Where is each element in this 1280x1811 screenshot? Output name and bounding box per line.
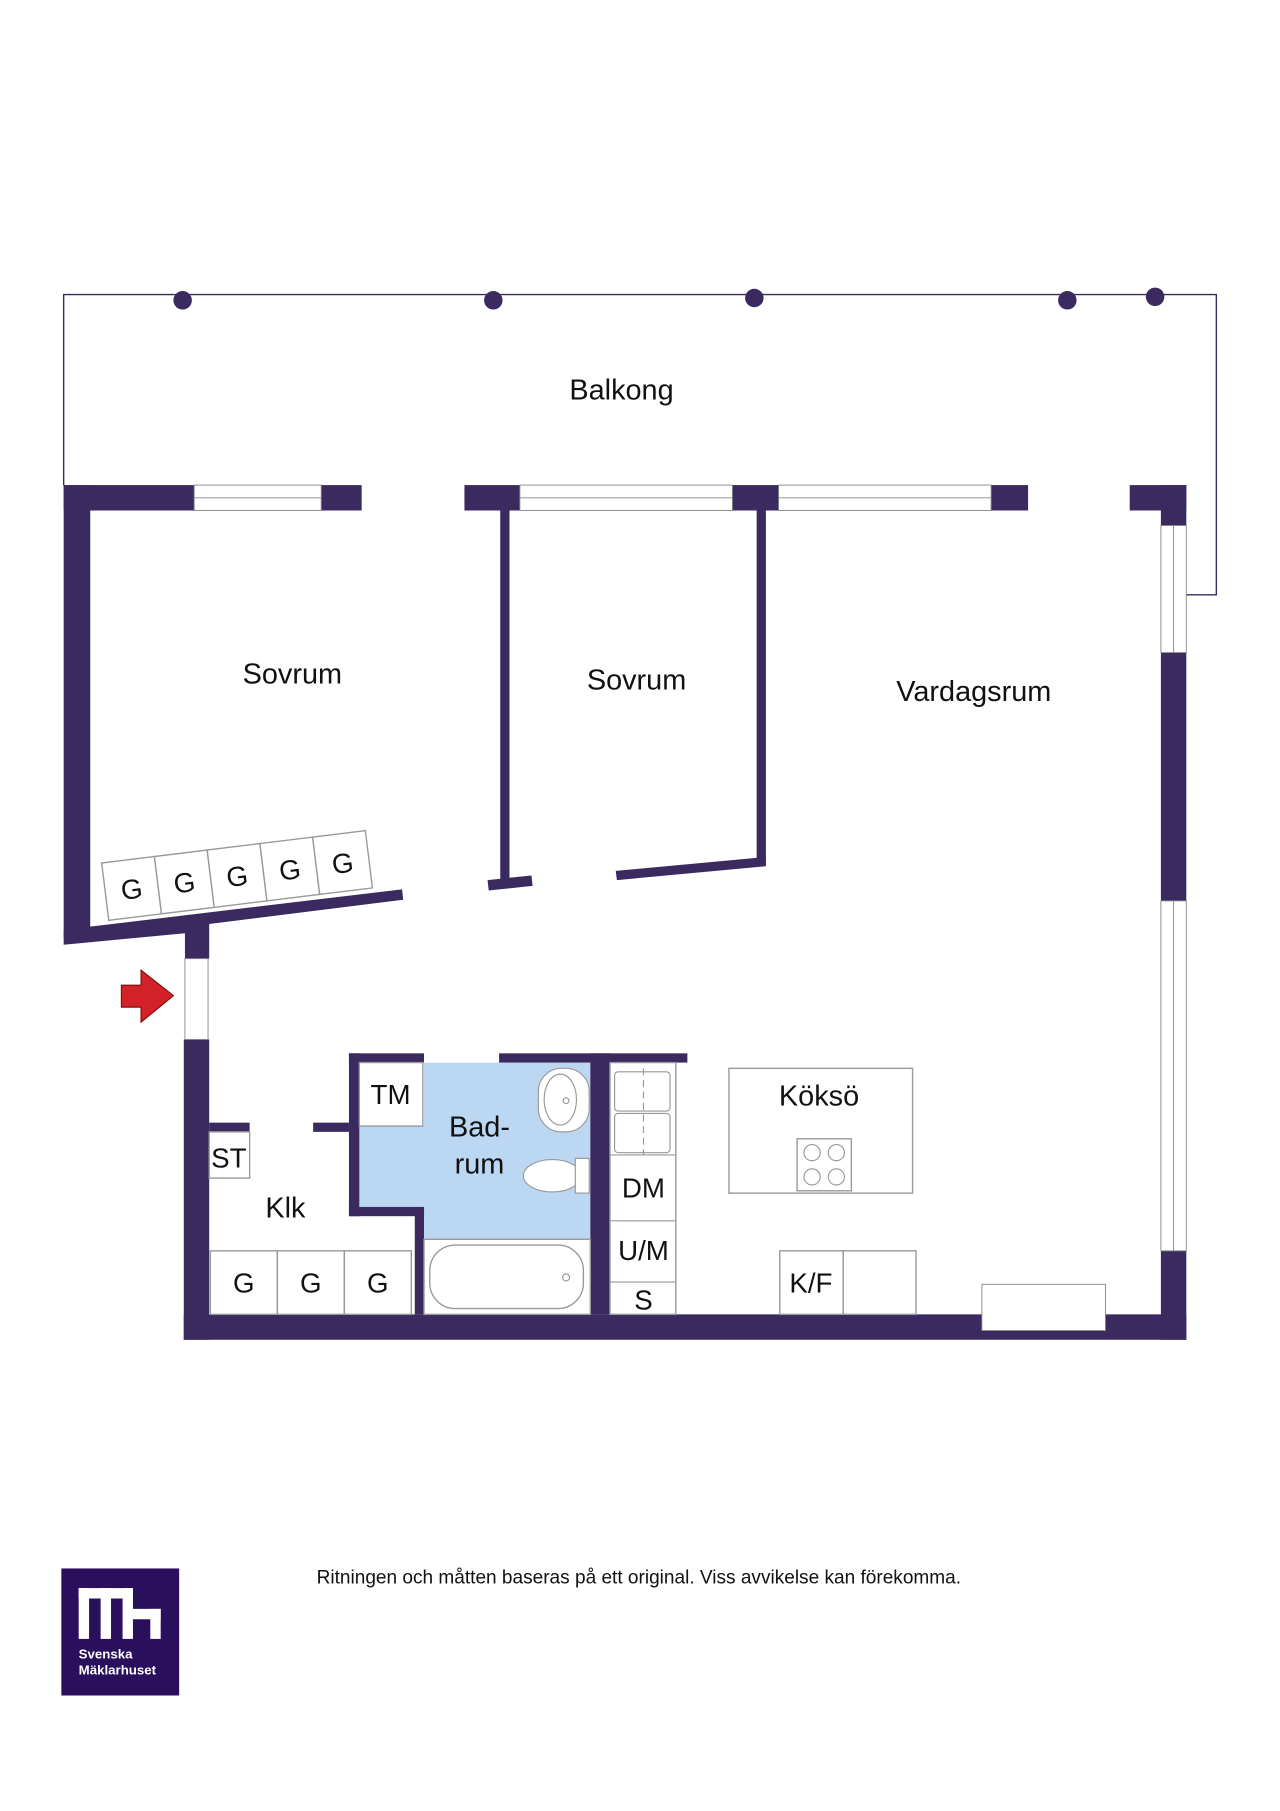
bedroom-wardrobes: G G G G G <box>100 829 374 922</box>
balcony <box>62 287 1218 596</box>
wardrobe-label: G <box>367 1267 389 1298</box>
dryer-label: TM <box>371 1079 411 1110</box>
room-label-bathroom: Bad- <box>449 1111 510 1143</box>
disclaimer-text: Ritningen och måtten baseras på ett orig… <box>317 1567 961 1588</box>
bathroom-floor <box>359 1062 591 1240</box>
entry-arrow-icon <box>120 968 175 1024</box>
oven-microwave-label: U/M <box>618 1235 669 1266</box>
room-label-balcony: Balkong <box>569 375 673 407</box>
logo-text: Mäklarhuset <box>79 1663 157 1678</box>
wardrobe-label: G <box>300 1267 322 1298</box>
wardrobe-label: G <box>225 860 250 893</box>
fridge-freezer-label: K/F <box>789 1267 832 1298</box>
toilet-icon <box>522 1157 590 1194</box>
kitchen-counter <box>609 1061 677 1316</box>
sink-icon <box>537 1067 590 1133</box>
room-label-bathroom: rum <box>455 1148 505 1180</box>
windows <box>184 484 1187 1331</box>
wardrobe-label: G <box>119 873 144 906</box>
walls <box>63 485 1187 1340</box>
cabinet-label: S <box>634 1285 652 1316</box>
bathtub-icon <box>423 1238 592 1316</box>
room-label-hall: Klk <box>265 1192 306 1224</box>
storage-label: ST <box>211 1143 246 1174</box>
dishwasher-label: DM <box>622 1173 665 1204</box>
room-label-bedroom: Sovrum <box>587 665 686 697</box>
logo-text: Svenska <box>79 1647 133 1662</box>
stove-icon <box>796 1138 853 1192</box>
room-label-bedroom: Sovrum <box>243 659 342 691</box>
room-label-living-room: Vardagsrum <box>896 676 1051 708</box>
wardrobe-label: G <box>233 1267 255 1298</box>
room-label-kitchen-island: Köksö <box>779 1080 859 1112</box>
wardrobe-label: G <box>277 853 302 886</box>
wardrobe-label: G <box>172 866 197 899</box>
company-logo: Svenska Mäklarhuset <box>61 1568 180 1696</box>
wardrobe-label: G <box>330 847 355 880</box>
balcony-posts <box>173 287 1165 310</box>
